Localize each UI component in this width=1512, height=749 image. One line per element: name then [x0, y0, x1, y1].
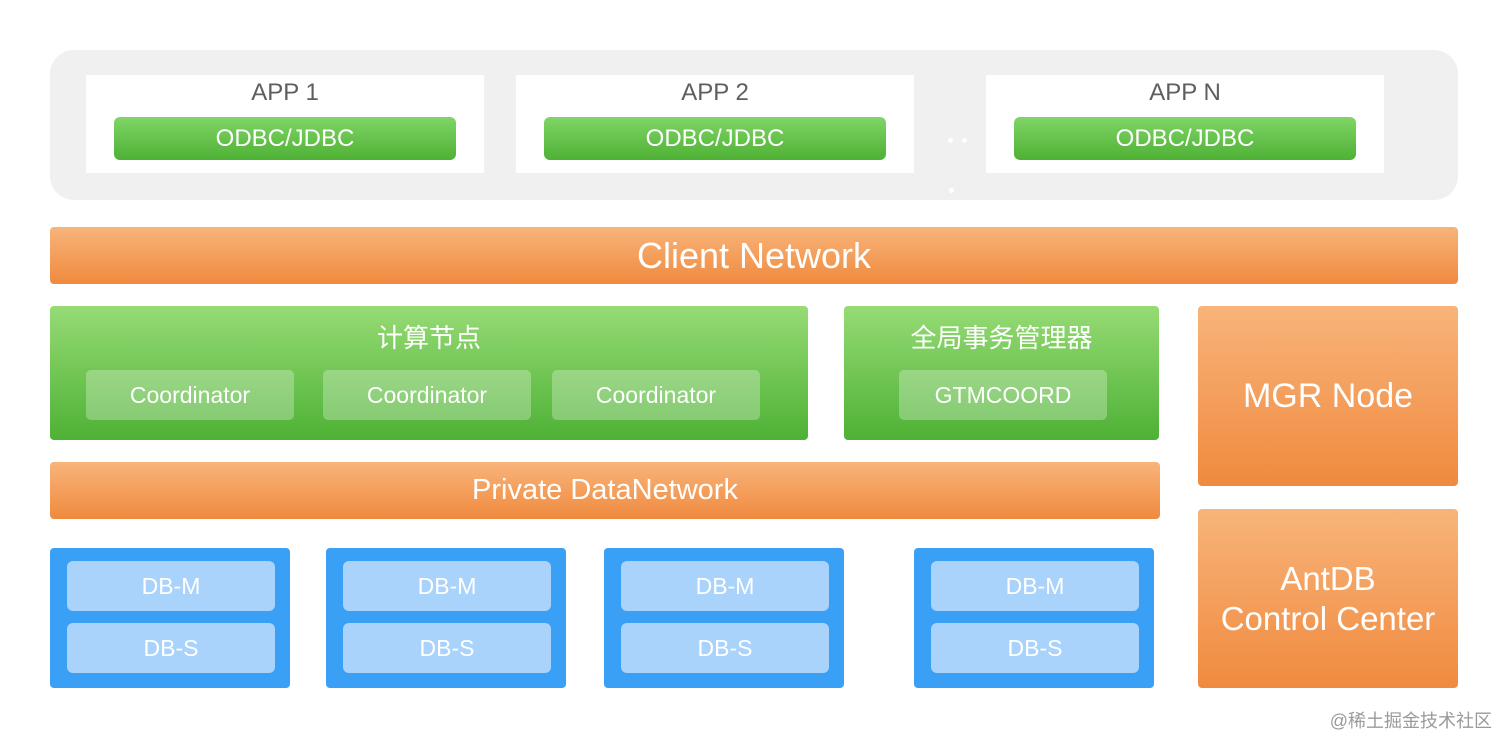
coordinator-node: Coordinator [552, 370, 760, 420]
ellipsis-dot [948, 138, 953, 143]
app-card-n: APP N ODBC/JDBC [986, 75, 1384, 173]
app-card-2: APP 2 ODBC/JDBC [516, 75, 914, 173]
coordinator-node: Coordinator [86, 370, 294, 420]
app-title: APP N [1149, 79, 1221, 106]
mgr-node-box: MGR Node [1198, 306, 1458, 486]
db-slave: DB-S [343, 623, 551, 673]
gtmcoord-node: GTMCOORD [899, 370, 1107, 420]
antdb-control-center-box: AntDB Control Center [1198, 509, 1458, 688]
db-master: DB-M [67, 561, 275, 611]
db-group-3: DB-M DB-S [604, 548, 844, 688]
app-title: APP 2 [681, 79, 749, 106]
db-master: DB-M [343, 561, 551, 611]
db-master: DB-M [931, 561, 1139, 611]
client-network-bar: Client Network [50, 227, 1458, 284]
db-slave: DB-S [67, 623, 275, 673]
gtm-panel: 全局事务管理器 GTMCOORD [844, 306, 1159, 440]
db-group-2: DB-M DB-S [326, 548, 566, 688]
compute-nodes-panel: 计算节点 Coordinator Coordinator Coordinator [50, 306, 808, 440]
ellipsis-dot [962, 138, 967, 143]
control-center-line1: AntDB [1280, 559, 1376, 597]
panel-title: 计算节点 [376, 323, 481, 353]
app-card-1: APP 1 ODBC/JDBC [86, 75, 484, 173]
db-group-4: DB-M DB-S [914, 548, 1154, 688]
driver-bar: ODBC/JDBC [544, 117, 886, 160]
watermark: @稀土掘金技术社区 [1329, 711, 1492, 731]
app-title: APP 1 [251, 79, 319, 106]
control-center-line2: Control Center [1220, 599, 1436, 637]
coordinator-node: Coordinator [323, 370, 531, 420]
db-master: DB-M [621, 561, 829, 611]
db-group-1: DB-M DB-S [50, 548, 290, 688]
panel-title: 全局事务管理器 [910, 323, 1093, 353]
db-slave: DB-S [621, 623, 829, 673]
private-datanetwork-bar: Private DataNetwork [50, 462, 1160, 519]
db-slave: DB-S [931, 623, 1139, 673]
driver-bar: ODBC/JDBC [114, 117, 456, 160]
ellipsis-dot [949, 188, 954, 193]
driver-bar: ODBC/JDBC [1014, 117, 1356, 160]
